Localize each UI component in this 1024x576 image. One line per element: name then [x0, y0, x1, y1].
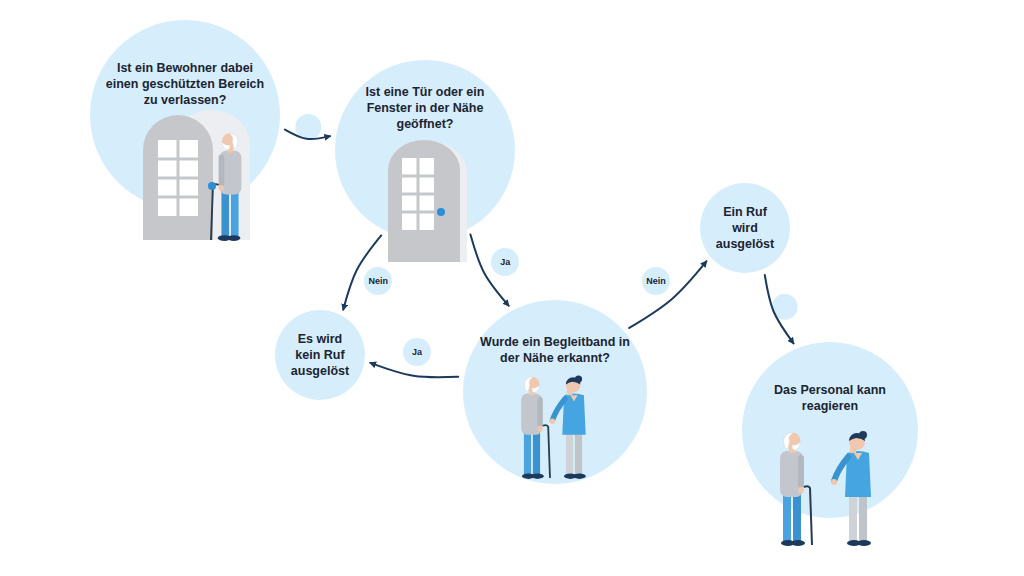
edge-label-badge: Ja [403, 338, 431, 366]
node-text: Ist ein Bewohner dabei einen geschützten… [105, 60, 265, 108]
edge-label: Ja [500, 257, 510, 267]
edge-label: Nein [368, 276, 388, 286]
flow-arrow [629, 261, 706, 328]
node-text: Wurde ein Begleitband in der Nähe erkann… [477, 334, 633, 366]
staff-figure [831, 431, 871, 546]
staff-figure [550, 375, 586, 479]
edge-label-badge: Ja [491, 248, 519, 276]
decision-circle: Ein Ruf wird ausgelöst [700, 183, 790, 273]
decision-circle: Ist eine Tür oder ein Fenster in der Näh… [335, 60, 515, 240]
resident-figure [780, 433, 812, 547]
decision-circle: Es wird kein Ruf ausgelöst [275, 310, 365, 400]
decision-circle: Ist ein Bewohner dabei einen geschützten… [90, 20, 280, 210]
edge-label-badge: Nein [642, 267, 670, 295]
node-text: Ist eine Tür oder ein Fenster in der Näh… [355, 84, 495, 132]
flow-arrow [285, 130, 330, 140]
node-text: Es wird kein Ruf ausgelöst [286, 331, 354, 379]
circle-shape [742, 342, 918, 518]
hand-on-door [208, 182, 216, 190]
resident-figure [521, 377, 550, 479]
flow-arrow [765, 275, 794, 343]
resident-figure [211, 133, 241, 241]
edge-label: Ja [412, 347, 422, 357]
node-text: Das Personal kann reagieren [770, 382, 890, 414]
decision-circle: Wurde ein Begleitband in der Nähe erkann… [463, 300, 647, 484]
node-text: Ein Ruf wird ausgelöst [711, 204, 779, 252]
decision-circle: Das Personal kann reagieren [742, 342, 918, 518]
edge-label-badge: Nein [364, 267, 392, 295]
circle-shape [90, 20, 280, 210]
edge-label: Nein [646, 276, 666, 286]
circle-shape [463, 300, 647, 484]
